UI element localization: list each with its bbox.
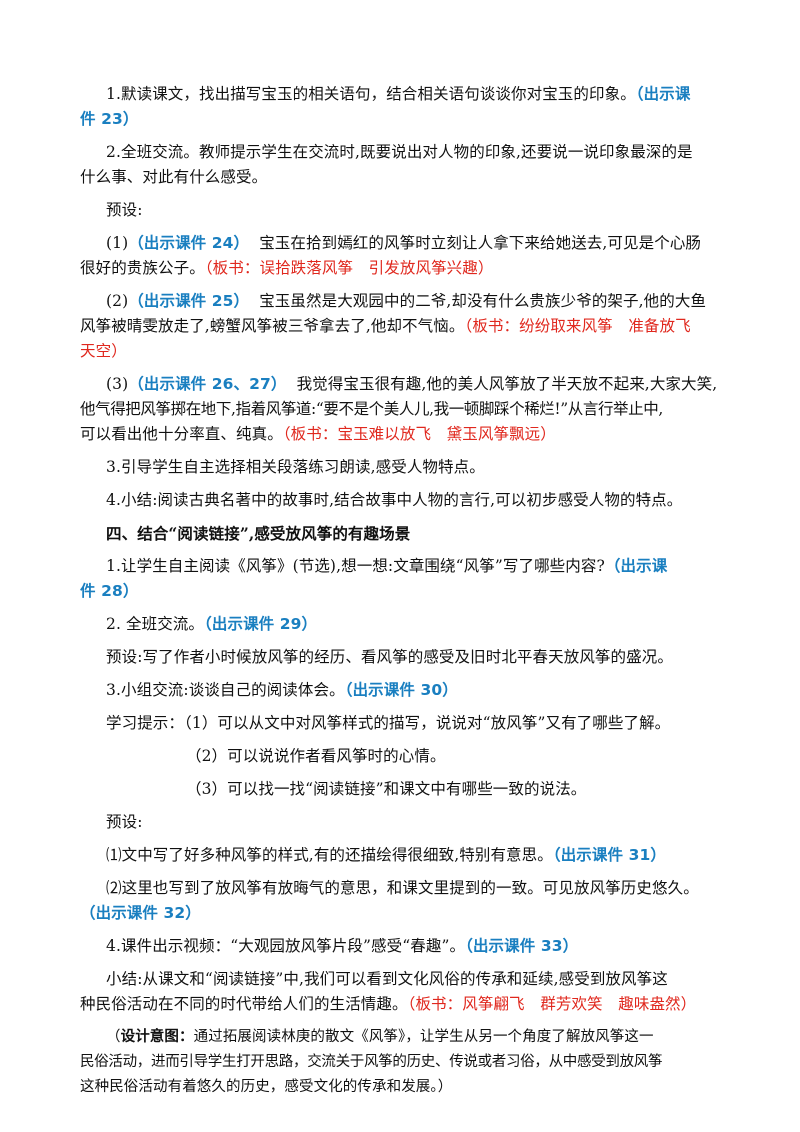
question-2: 2. 全班交流。（出示课件 29） [106,615,318,633]
courseware-hint: （出示课件 32） [80,904,201,922]
courseware-hint: （出示课件 26、27） [128,375,287,393]
paragraph-1-cont: 件 23） [80,107,730,132]
design-intent-cont: 民俗活动，进而引导学生打开思路，交流关于风筝的历史、传说或者习俗，从中感受到放风… [80,1054,663,1070]
summary-cont: 种民俗活动在不同的时代带给人们的生活情趣。（板书：风筝翩飞 群芳欢笑 趣味盎然） [80,995,697,1013]
courseware-hint: （出示课件 31） [552,846,666,864]
preset-item-1-cont: 很好的贵族公子。（板书：误拾跌落风筝 引发放风筝兴趣） [80,259,494,277]
paragraph-1: 1.默读课文，找出描写宝玉的相关语句，结合相关语句谈谈你对宝玉的印象。（出示课 [106,85,691,103]
courseware-hint: （出示课 [604,557,668,575]
design-intent-cont2: 这种民俗活动有着悠久的历史，感受文化的传承和发展。） [80,1079,453,1095]
blackboard-note: （板书：风筝翩飞 群芳欢笑 趣味盎然） [407,995,697,1013]
paragraph-4: 4.小结:阅读古典名著中的故事时,结合故事中人物的言行,可以初步感受人物的特点。 [106,491,683,509]
paragraph-3: 3.引导学生自主选择相关段落练习朗读,感受人物特点。 [106,458,485,476]
preset-item-2-cont: 风筝被晴雯放走了,螃蟹风筝被三爷拿去了,他却不气恼。（板书：纷纷取来风筝 准备放… [80,317,691,335]
paragraph-2-cont: 什么事、对此有什么感受。 [80,168,268,186]
courseware-hint: （出示课件 25） [128,292,250,310]
preset-label: 预设: [106,201,143,219]
design-intent: （设计意图：通过拓展阅读林庚的散文《风筝》，让学生从另一个角度了解放风筝这一 [106,1029,654,1045]
preset-label-2: 预设: [106,813,143,831]
question-1: 1.让学生自主阅读《风筝》(节选),想一想:文章围绕“风筝”写了哪些内容?（出示… [106,557,668,575]
courseware-hint: 件 23） [80,110,139,128]
blackboard-note: （板书：误拾跌落风筝 引发放风筝兴趣） [204,259,494,277]
preset-item-2-cont2: 天空） [80,339,730,364]
section-heading: 四、结合“阅读链接”,感受放风筝的有趣场景 [106,524,411,543]
courseware-hint: 件 28） [80,582,139,600]
design-intent-label: 设计意图： [120,1029,194,1045]
study-tips: 学习提示：（1）可以从文中对风筝样式的描写，说说对“放风筝”又有了哪些了解。 [106,714,671,732]
courseware-hint: （出示课件 24） [128,234,250,252]
question-4: 4.课件出示视频：“大观园放风筝片段”感受“春趣”。（出示课件 33） [106,937,579,955]
study-tip-3: （3）可以找一找“阅读链接”和课文中有哪些一致的说法。 [186,780,587,798]
courseware-hint: （出示课件 30） [344,681,458,699]
courseware-hint: （出示课件 33） [465,937,579,955]
courseware-hint: （出示课件 29） [204,615,318,633]
response-2-cont: （出示课件 32） [80,901,730,926]
preset-item-2: (2)（出示课件 25） 宝玉虽然是大观园中的二爷,却没有什么贵族少爷的架子,他… [106,292,707,310]
response-2: ⑵这里也写到了放风筝有放晦气的意思，和课文里提到的一致。可见放风筝历史悠久。 [106,879,699,897]
paragraph-2: 2.全班交流。教师提示学生在交流时,既要说出对人物的印象,还要说一说印象最深的是 [106,143,693,161]
summary: 小结:从课文和“阅读链接”中,我们可以看到文化风俗的传承和延续,感受到放风筝这 [106,970,668,988]
courseware-hint: （出示课 [635,85,691,103]
document-page: 1.默读课文，找出描写宝玉的相关语句，结合相关语句谈谈你对宝玉的印象。（出示课 … [80,82,730,1100]
preset-item-3-cont: 他气得把风筝掷在地下,指着风筝道:“要不是个美人儿,我一顿脚踩个稀烂!”从言行举… [80,400,663,418]
preset-item-3: (3)（出示课件 26、27） 我觉得宝玉很有趣,他的美人风筝放了半天放不起来,… [106,375,718,393]
preset-item-3-cont2: 可以看出他十分率直、纯真。（板书：宝玉难以放飞 黛玉风筝飘远） [80,425,556,443]
question-2-preset: 预设:写了作者小时候放风筝的经历、看风筝的感受及旧时北平春天放风筝的盛况。 [106,648,673,666]
study-tip-2: （2）可以说说作者看风筝时的心情。 [186,747,446,765]
preset-item-1: (1)（出示课件 24） 宝玉在拾到嫣红的风筝时立刻让人拿下来给她送去,可见是个… [106,234,702,252]
blackboard-note: 天空） [80,342,127,360]
question-1-cont: 件 28） [80,579,730,604]
response-1: ⑴文中写了好多种风筝的样式,有的还描绘得很细致,特别有意思。（出示课件 31） [106,846,666,864]
question-3: 3.小组交流:谈谈自己的阅读体会。（出示课件 30） [106,681,458,699]
blackboard-note: （板书：宝玉难以放飞 黛玉风筝飘远） [282,425,556,443]
blackboard-note: （板书：纷纷取来风筝 准备放飞 [464,317,691,335]
